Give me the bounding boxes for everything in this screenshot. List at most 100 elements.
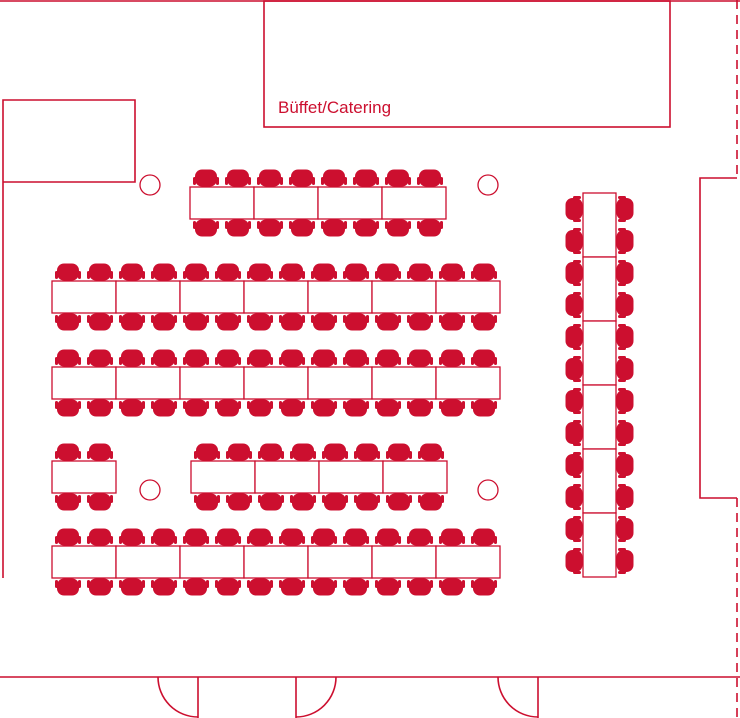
chair bbox=[418, 493, 444, 511]
chair bbox=[616, 260, 634, 286]
chair bbox=[87, 493, 113, 511]
chair bbox=[343, 349, 369, 367]
chair bbox=[565, 452, 583, 478]
chair bbox=[616, 292, 634, 318]
door[interactable] bbox=[295, 676, 337, 718]
chair bbox=[565, 324, 583, 350]
chair bbox=[311, 399, 337, 417]
chair bbox=[215, 528, 241, 546]
chair bbox=[407, 578, 433, 596]
chair bbox=[55, 528, 81, 546]
chair bbox=[471, 313, 497, 331]
chair bbox=[418, 443, 444, 461]
chair bbox=[151, 313, 177, 331]
chair bbox=[471, 349, 497, 367]
wall-left-alcove bbox=[2, 99, 136, 578]
chair bbox=[247, 263, 273, 281]
chair bbox=[215, 399, 241, 417]
chair bbox=[183, 528, 209, 546]
chair bbox=[322, 493, 348, 511]
chair bbox=[616, 324, 634, 350]
table bbox=[371, 545, 437, 579]
chair bbox=[87, 399, 113, 417]
chair bbox=[311, 578, 337, 596]
table bbox=[307, 280, 373, 314]
table bbox=[190, 460, 256, 494]
chair bbox=[565, 228, 583, 254]
buffet-catering-area: Büffet/Catering bbox=[263, 0, 671, 128]
chair bbox=[119, 313, 145, 331]
chair bbox=[215, 313, 241, 331]
chair bbox=[183, 313, 209, 331]
column bbox=[139, 479, 161, 501]
wall-right-recess bbox=[699, 177, 737, 499]
table-row bbox=[190, 443, 448, 511]
door[interactable] bbox=[497, 676, 539, 718]
chair bbox=[183, 263, 209, 281]
chair bbox=[55, 313, 81, 331]
chair bbox=[439, 313, 465, 331]
chair bbox=[375, 578, 401, 596]
chair bbox=[386, 443, 412, 461]
column bbox=[477, 479, 499, 501]
chair bbox=[215, 349, 241, 367]
chair bbox=[471, 578, 497, 596]
chair bbox=[87, 349, 113, 367]
chair bbox=[183, 349, 209, 367]
chair bbox=[407, 263, 433, 281]
table-column bbox=[565, 192, 634, 578]
chair bbox=[289, 169, 315, 187]
table-row bbox=[51, 349, 501, 417]
chair bbox=[616, 228, 634, 254]
chair bbox=[616, 452, 634, 478]
chair bbox=[279, 578, 305, 596]
chair bbox=[226, 493, 252, 511]
chair bbox=[119, 399, 145, 417]
seating-layout bbox=[51, 169, 634, 596]
chair bbox=[55, 349, 81, 367]
door[interactable] bbox=[157, 676, 199, 718]
chair bbox=[343, 313, 369, 331]
table bbox=[51, 280, 117, 314]
chair bbox=[616, 516, 634, 542]
chair bbox=[194, 493, 220, 511]
chair bbox=[407, 399, 433, 417]
chair bbox=[353, 169, 379, 187]
chair bbox=[616, 484, 634, 510]
chair bbox=[87, 578, 113, 596]
table bbox=[115, 280, 181, 314]
table bbox=[435, 545, 501, 579]
chair bbox=[119, 349, 145, 367]
chair bbox=[87, 443, 113, 461]
table bbox=[51, 460, 117, 494]
chair bbox=[322, 443, 348, 461]
chair bbox=[279, 399, 305, 417]
chair bbox=[119, 528, 145, 546]
chair bbox=[193, 219, 219, 237]
chair bbox=[375, 399, 401, 417]
chair bbox=[471, 399, 497, 417]
chair bbox=[193, 169, 219, 187]
chair bbox=[565, 292, 583, 318]
table-row bbox=[51, 443, 117, 511]
chair bbox=[311, 263, 337, 281]
chair bbox=[385, 219, 411, 237]
chair bbox=[183, 578, 209, 596]
table bbox=[243, 366, 309, 400]
chair bbox=[616, 388, 634, 414]
chair bbox=[417, 219, 443, 237]
chair bbox=[565, 196, 583, 222]
table bbox=[318, 460, 384, 494]
chair bbox=[439, 263, 465, 281]
chair bbox=[311, 528, 337, 546]
chair bbox=[343, 528, 369, 546]
table bbox=[179, 280, 245, 314]
table bbox=[582, 512, 617, 578]
table bbox=[243, 545, 309, 579]
chair bbox=[55, 493, 81, 511]
chair bbox=[439, 349, 465, 367]
chair bbox=[55, 578, 81, 596]
chair bbox=[565, 356, 583, 382]
chair bbox=[385, 169, 411, 187]
chair bbox=[343, 399, 369, 417]
